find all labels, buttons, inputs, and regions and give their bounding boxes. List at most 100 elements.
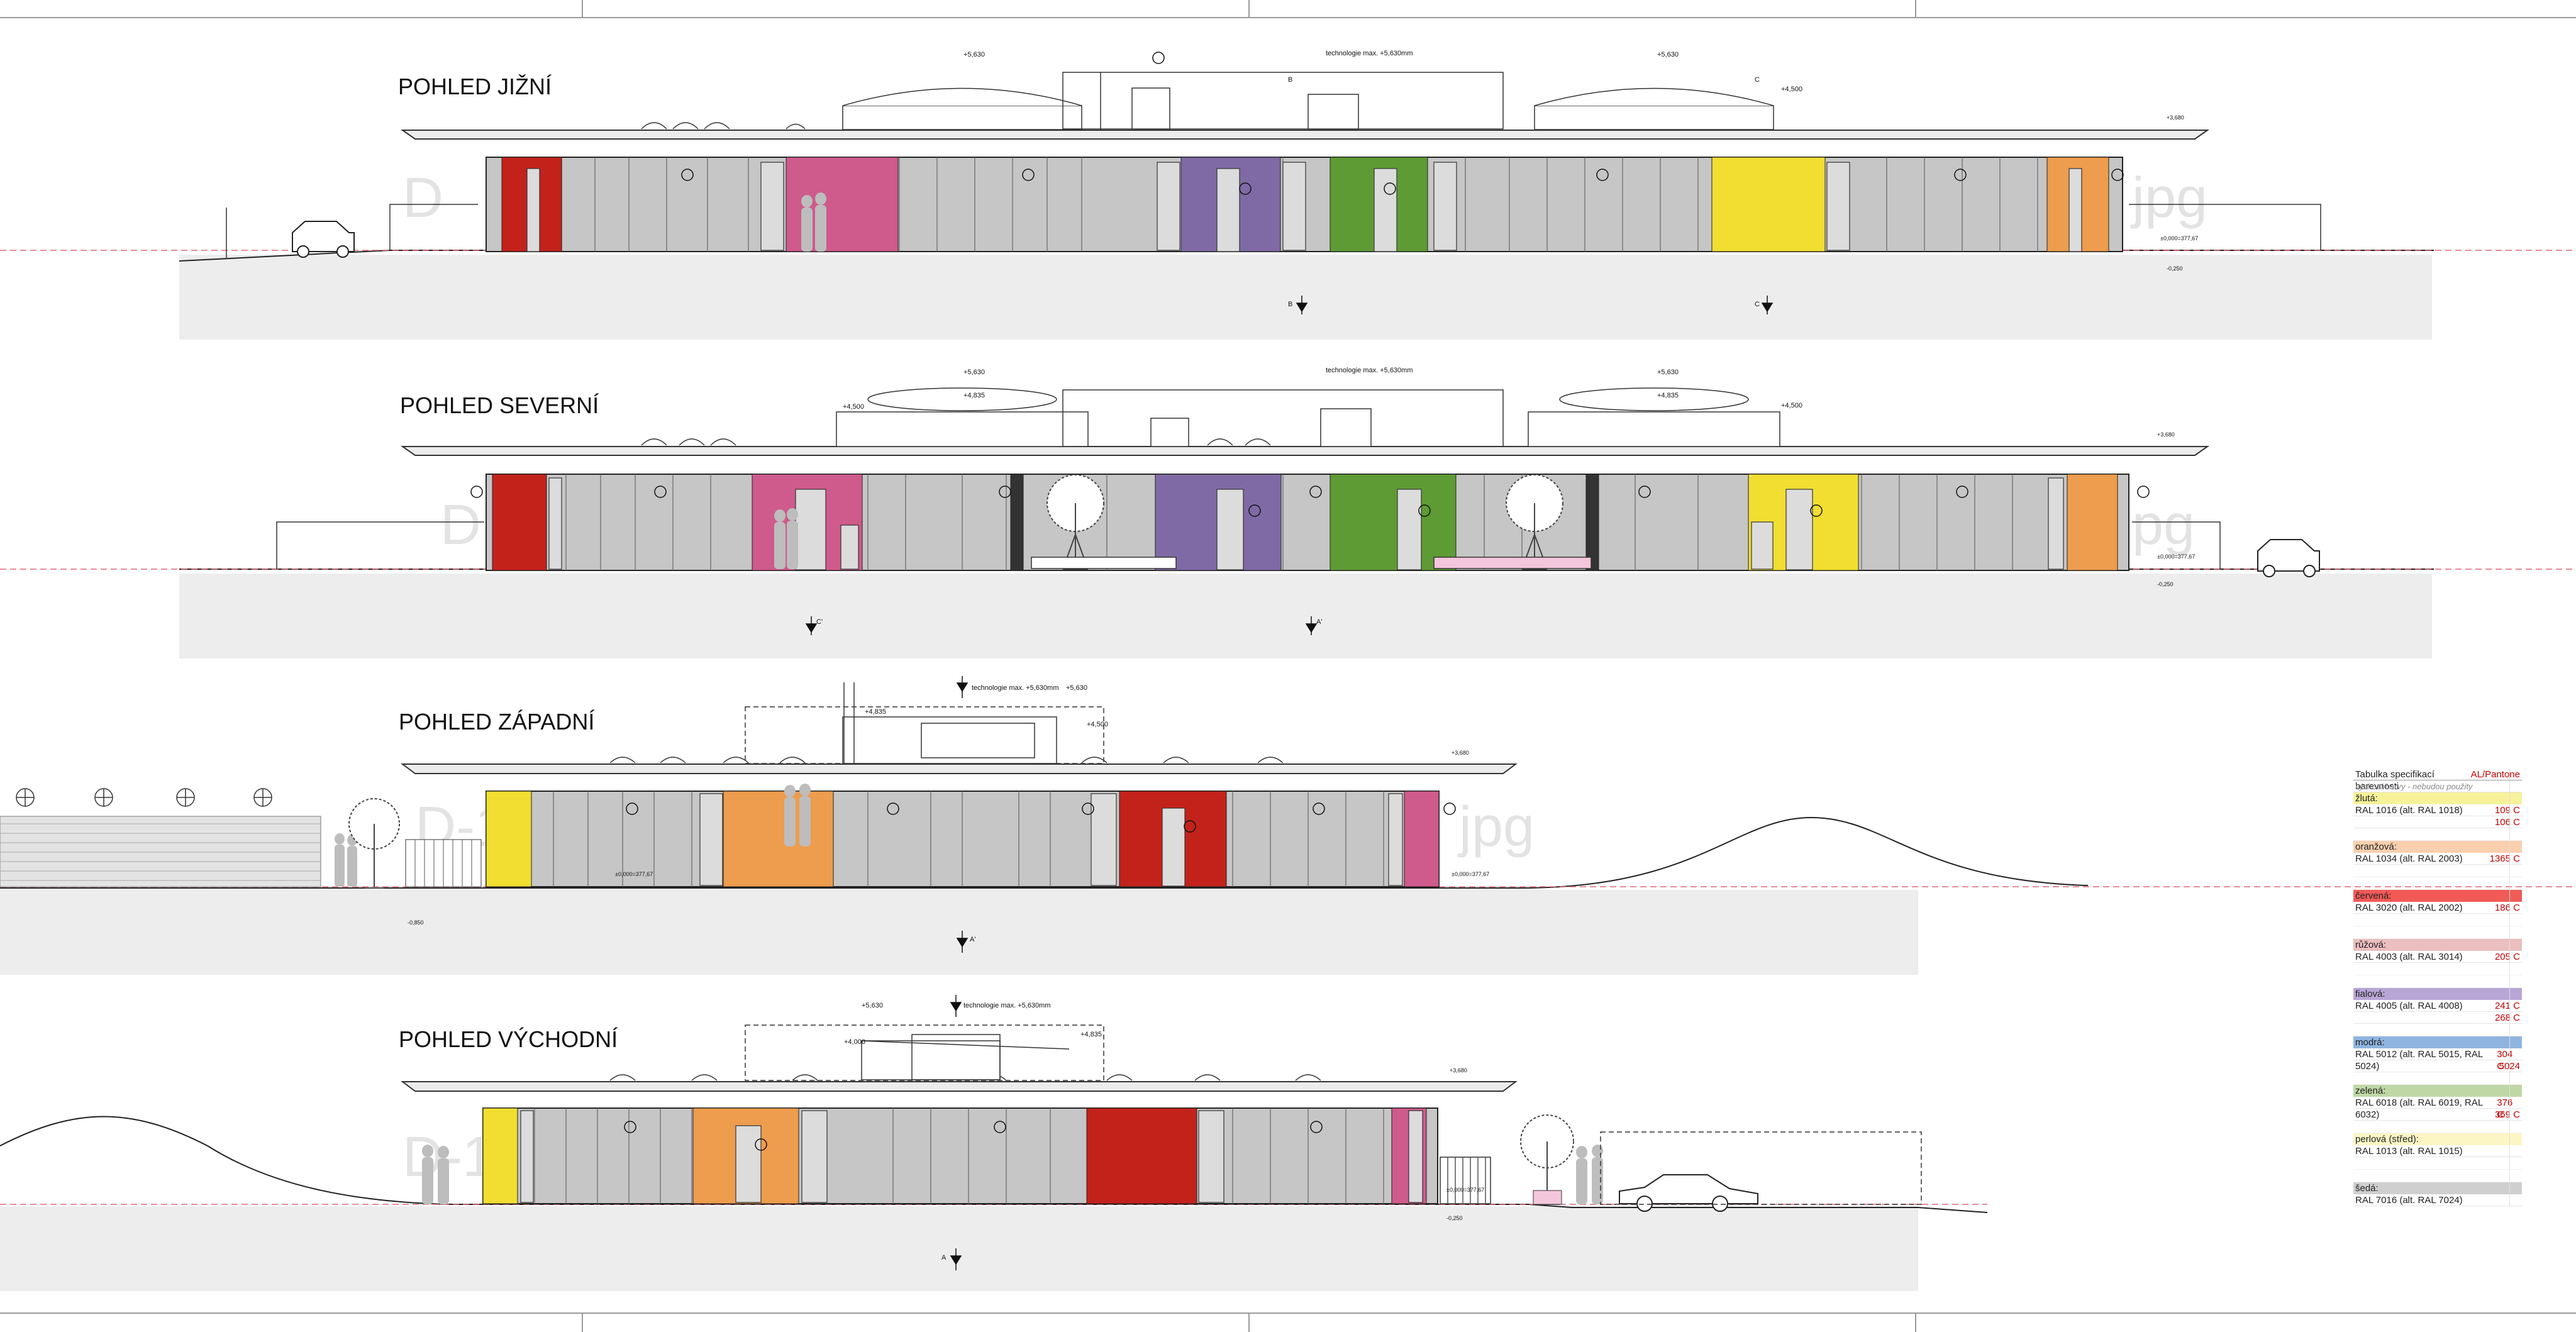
tree-icon	[348, 798, 400, 889]
table-spacer-row	[2353, 1072, 2522, 1085]
color-spec-row: RAL 1034 (alt. RAL 2003)1365 C	[2353, 853, 2522, 865]
color-spec-table: Tabulka specifikací barevnosti AL/Panton…	[2353, 769, 2522, 1206]
section-label: C	[1755, 301, 1760, 308]
table-spacer-row	[2353, 877, 2522, 890]
pantone-code: 241 C	[2494, 1001, 2520, 1011]
section-markers	[470, 486, 2150, 635]
color-spec-row: RAL 4005 (alt. RAL 4008) 241 C	[2353, 1000, 2522, 1012]
level-label: ±0,000=377,67	[2157, 553, 2195, 560]
elevation-north: POHLED SEVERNÍ D pg	[0, 367, 2576, 658]
section-label: C'	[816, 618, 823, 626]
ral-code: RAL 4005 (alt. RAL 4008)	[2355, 1001, 2463, 1011]
car-icon	[1619, 1174, 1758, 1212]
section-markers	[626, 676, 1456, 953]
ral-code: RAL 1034 (alt. RAL 2003)	[2355, 853, 2463, 864]
elevation-title: POHLED VÝCHODNÍ	[399, 1026, 618, 1052]
people-silhouettes	[422, 1145, 1603, 1204]
table-spacer-row	[2353, 914, 2522, 926]
ral-code: RAL 3020 (alt. RAL 2002)	[2355, 902, 2463, 913]
table-header: Tabulka specifikací barevnosti AL/Panton…	[2353, 769, 2522, 792]
level-label: +4,835	[865, 708, 886, 716]
level-label: +3,680	[2167, 114, 2184, 121]
terrain-line	[0, 1116, 1988, 1213]
section-label: A	[941, 1254, 947, 1262]
table-spacer-row	[2353, 865, 2522, 877]
watermark: D	[402, 167, 443, 230]
level-label: +4,835	[1080, 1031, 1102, 1038]
table-spacer-row	[2353, 828, 2522, 841]
ground-mass	[0, 1206, 1918, 1291]
pantone-code: 304 C	[2497, 1049, 2513, 1072]
terrain-line	[0, 816, 2089, 889]
level-label: ±0,000=377,67	[1446, 1187, 1484, 1193]
color-spec-row: 369 C	[2353, 1109, 2522, 1121]
level-label: +4,000	[844, 1038, 865, 1046]
level-label: +4,500	[1781, 402, 1802, 409]
watermark: pg	[2132, 494, 2195, 557]
ral-code: RAL 4003 (alt. RAL 3014)	[2355, 952, 2463, 962]
roof-structures	[745, 1024, 1104, 1081]
section-label: A'	[970, 936, 975, 943]
tree-icon	[1046, 474, 1563, 570]
doors	[520, 1110, 1423, 1203]
level-label: +5,630	[862, 1002, 883, 1009]
level-label: +4,835	[1657, 392, 1679, 399]
ral-code: RAL 6018 (alt. RAL 6019, RAL 6032)	[2355, 1097, 2483, 1120]
color-spec-row: RAL 1013 (alt. RAL 1015)	[2353, 1145, 2522, 1157]
table-spacer-row	[2353, 1170, 2522, 1182]
gate-panel	[1440, 1157, 1491, 1204]
table-spacer-row	[2353, 963, 2522, 975]
level-label: +5,630	[963, 51, 985, 58]
color-spec-row: RAL 1016 (alt. RAL 1018)109 C	[2353, 804, 2522, 816]
color-spec-row: RAL 6018 (alt. RAL 6019, RAL 6032) 376 C	[2353, 1097, 2522, 1120]
table-column-header: AL/Pantone	[2470, 769, 2520, 780]
level-label: +5,630	[1657, 369, 1679, 376]
people-silhouettes	[335, 784, 811, 887]
level-label: -0,250	[2167, 265, 2183, 272]
carport-outline	[1600, 1131, 1922, 1205]
level-label: +5,630	[963, 369, 985, 376]
level-label: ±0,000=377,67	[1452, 871, 1489, 877]
elevation-east: POHLED VÝCHODNÍ D-1	[0, 995, 1988, 1291]
color-group-header: červená:	[2353, 890, 2522, 902]
roof-slab	[400, 446, 2210, 456]
level-label: -0,250	[1446, 1215, 1463, 1221]
color-spec-row: RAL 3020 (alt. RAL 2002) 186 C	[2353, 902, 2522, 914]
table-spacer-row	[2353, 1024, 2522, 1036]
color-spec-row: 268 C	[2353, 1012, 2522, 1024]
people-silhouettes	[801, 192, 826, 252]
doors	[548, 477, 2064, 570]
people-silhouettes	[774, 508, 798, 569]
table-spacer-row	[2353, 975, 2522, 988]
level-label: +3,680	[2157, 431, 2175, 438]
level-label: -0,850	[408, 919, 424, 926]
technology-label: technologie max. +5,630mm	[963, 1002, 1051, 1009]
lamp-icons	[16, 788, 272, 807]
table-column-divider	[2509, 769, 2510, 1206]
level-label: +5,630	[1066, 684, 1087, 692]
table-spacer-row	[2353, 1121, 2522, 1133]
level-label: +5,630	[1657, 51, 1679, 58]
color-group-header: oranžová:	[2353, 841, 2522, 853]
color-group-header: šedá:	[2353, 1182, 2522, 1194]
technology-label: technologie max. +5,630mm	[1326, 367, 1413, 374]
elevation-title: POHLED ZÁPADNÍ	[399, 709, 594, 735]
pantone-code: 205 C	[2494, 952, 2520, 962]
ral-code: RAL 1016 (alt. RAL 1018)	[2355, 805, 2463, 816]
section-label: C	[1755, 76, 1760, 84]
pantone-code: 369 C	[2494, 1109, 2520, 1120]
fence-panels	[0, 816, 482, 887]
elevation-south: POHLED JIŽNÍ D jpg	[0, 50, 2576, 340]
level-label: +4,500	[843, 403, 864, 411]
level-label: ±0,000=377,67	[615, 871, 653, 877]
color-spec-row: RAL 7016 (alt. RAL 7024)	[2353, 1194, 2522, 1206]
section-label: A'	[1316, 618, 1322, 626]
pantone-code: 186 C	[2494, 902, 2520, 913]
ral-code: RAL 1013 (alt. RAL 1015)	[2355, 1146, 2463, 1157]
color-group-header: fialová:	[2353, 988, 2522, 1000]
doors	[699, 793, 1403, 887]
pantone-code: 376 C	[2497, 1097, 2513, 1120]
